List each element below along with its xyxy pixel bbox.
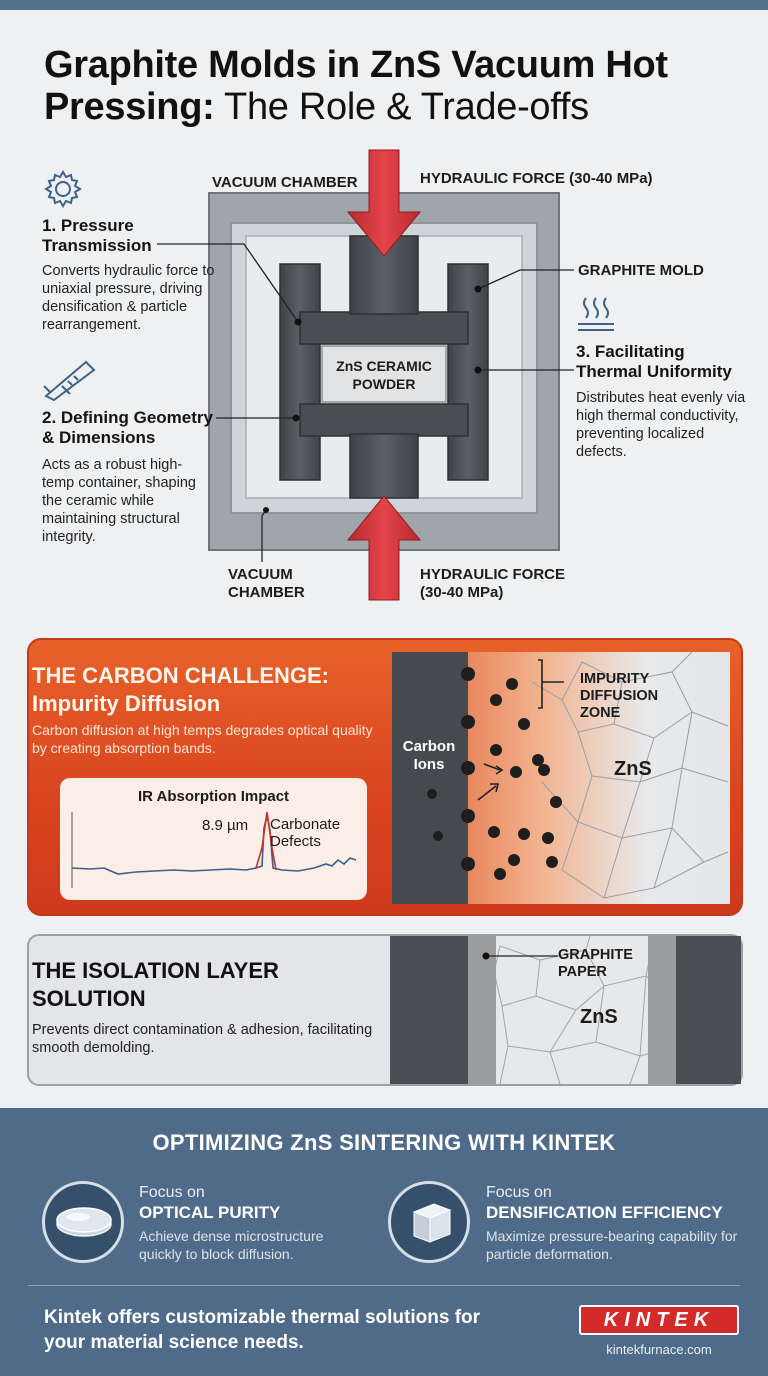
force-bottom-label-1: HYDRAULIC FORCE xyxy=(420,566,565,583)
isolation-zns-label: ZnS xyxy=(580,1006,618,1028)
carbon-body: Carbon diffusion at high temps degrades … xyxy=(32,722,373,756)
graphite-mold-left xyxy=(279,263,321,481)
feature-2-body: Acts as a robust high-temp container, sh… xyxy=(42,457,196,545)
optical-purity-desc: Achieve dense microstructure quickly to … xyxy=(139,1228,324,1262)
top-accent-bar xyxy=(0,0,768,10)
carbon-title-2: Impurity Diffusion xyxy=(32,691,221,716)
carbon-zns-label: ZnS xyxy=(614,758,652,780)
feature-1-title-2: Transmission xyxy=(42,236,152,255)
caliper-icon xyxy=(43,360,96,402)
carbon-title-1: THE CARBON CHALLENGE: xyxy=(32,663,329,688)
powder-label-2: POWDER xyxy=(352,376,416,392)
force-arrow-top xyxy=(346,149,422,257)
powder-label-1: ZnS CERAMIC xyxy=(336,358,432,374)
isolation-title-1: THE ISOLATION LAYER xyxy=(32,958,279,983)
lens-icon xyxy=(56,1207,112,1237)
hot-press-diagram xyxy=(157,149,574,601)
graphite-mold-label: GRAPHITE MOLD xyxy=(578,262,704,279)
bottom-divider xyxy=(28,1285,740,1286)
graphite-paper-label-2: PAPER xyxy=(558,964,607,980)
optical-focus-text: Focus on xyxy=(139,1184,205,1201)
feature-3-body: Distributes heat evenly via high thermal… xyxy=(576,390,746,460)
footer-text: Kintek offers customizable thermal solut… xyxy=(44,1307,481,1353)
graphite-mold-right xyxy=(447,263,489,481)
kintek-website-link[interactable]: kintekfurnace.com xyxy=(606,1342,712,1357)
force-top-label: HYDRAULIC FORCE (30-40 MPa) xyxy=(420,170,653,187)
force-arrow-bottom xyxy=(346,495,422,601)
feature-3-title-1: 3. Facilitating xyxy=(576,342,685,361)
diffusion-zone-label-2: DIFFUSION xyxy=(580,688,659,704)
densification-desc: Maximize pressure-bearing capability for… xyxy=(486,1228,738,1262)
ir-title: IR Absorption Impact xyxy=(137,788,290,805)
densification-heading: DENSIFICATION EFFICIENCY xyxy=(486,1203,723,1222)
diffusion-zone-label-1: IMPURITY xyxy=(580,671,650,687)
diffusion-zone-label-3: ZONE xyxy=(580,705,621,721)
ir-absorption-box xyxy=(60,778,367,900)
gear-icon xyxy=(44,170,82,208)
heat-icon xyxy=(578,297,614,331)
optical-purity-heading: OPTICAL PURITY xyxy=(139,1203,281,1222)
vacuum-bottom-label-2: CHAMBER xyxy=(228,584,305,601)
carbon-diffusion-illustration xyxy=(392,652,730,904)
feature-2-title-2: & Dimensions xyxy=(42,428,156,447)
vacuum-chamber-label: VACUUM CHAMBER xyxy=(212,174,358,191)
zns-powder xyxy=(321,345,447,403)
kintek-logo[interactable]: KINTEK xyxy=(579,1305,739,1335)
feature-3-title-2: Thermal Uniformity xyxy=(576,362,732,381)
ir-peak-label-2: Defects xyxy=(270,833,321,850)
graphite-paper-label-1: GRAPHITE xyxy=(558,947,633,963)
vacuum-bottom-label-1: VACUUM xyxy=(228,566,293,583)
isolation-body: Prevents direct contamination & adhesion… xyxy=(32,1022,373,1056)
kintek-section-title: OPTIMIZING ZnS SINTERING WITH KINTEK xyxy=(152,1130,616,1155)
feature-1-body: Converts hydraulic force to uniaxial pre… xyxy=(42,263,215,333)
ir-peak-value: 8.9 µm xyxy=(202,817,249,834)
carbon-ions-label-2: Ions xyxy=(413,756,445,773)
isolation-title-2: SOLUTION xyxy=(32,986,146,1011)
title-rest: The Role & Trade-offs xyxy=(214,86,589,128)
ir-absorption-spectrum xyxy=(71,811,357,888)
densification-focus-text: Focus on xyxy=(486,1184,552,1201)
title-bold: Graphite Molds in ZnS Vacuum Hot Pressin… xyxy=(44,44,668,128)
feature-1-title-1: 1. Pressure xyxy=(42,216,134,235)
cube-icon xyxy=(412,1203,452,1243)
feature-2-title-1: 2. Defining Geometry xyxy=(42,408,213,427)
force-bottom-label-2: (30-40 MPa) xyxy=(420,584,504,601)
lower-ram xyxy=(349,433,419,499)
carbon-ions-label-1: Carbon xyxy=(402,738,456,755)
isolation-illustration xyxy=(390,936,741,1084)
ir-peak-label-1: Carbonate xyxy=(270,816,341,833)
page-title: Graphite Molds in ZnS Vacuum Hot Pressin… xyxy=(44,44,744,128)
